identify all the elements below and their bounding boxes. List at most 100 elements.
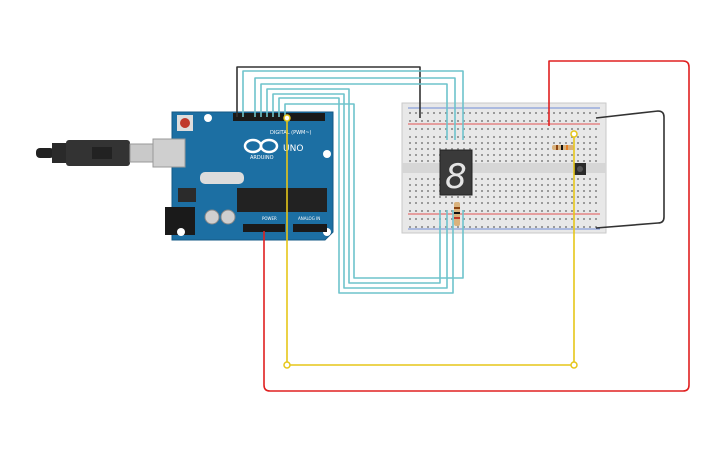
resistor-band (454, 207, 460, 209)
breadboard-hole (529, 190, 531, 192)
breadboard-hole (421, 178, 423, 180)
breadboard-hole (529, 218, 531, 220)
breadboard-hole (445, 128, 447, 130)
wire-ground-arduino[interactable] (236, 66, 421, 118)
breadboard-hole (547, 218, 549, 220)
breadboard-hole (487, 190, 489, 192)
breadboard[interactable] (401, 102, 607, 234)
breadboard-hole (409, 218, 411, 220)
breadboard-hole (451, 136, 453, 138)
breadboard-hole (439, 120, 441, 122)
breadboard-hole (553, 190, 555, 192)
breadboard-hole (445, 120, 447, 122)
breadboard-hole (511, 226, 513, 228)
breadboard-hole (409, 202, 411, 204)
breadboard-hole (409, 196, 411, 198)
breadboard-hole (565, 128, 567, 130)
breadboard-hole (451, 112, 453, 114)
breadboard-hole (505, 160, 507, 162)
breadboard-hole (583, 148, 585, 150)
breadboard-hole (493, 136, 495, 138)
breadboard-hole (505, 142, 507, 144)
breadboard-hole (523, 218, 525, 220)
breadboard-hole (481, 136, 483, 138)
breadboard-hole (517, 226, 519, 228)
wire-button-signal[interactable] (286, 118, 575, 366)
breadboard-hole (541, 120, 543, 122)
arduino-uno-board[interactable]: DIGITAL (PWM~) ARDUINO UNO POWER ANALOG … (152, 111, 334, 241)
wire-signal-bottom-1[interactable] (266, 88, 441, 284)
breadboard-hole (475, 148, 477, 150)
breadboard-hole (493, 178, 495, 180)
breadboard-hole (505, 218, 507, 220)
breadboard-hole (523, 210, 525, 212)
breadboard-hole (409, 136, 411, 138)
breadboard-hole (445, 218, 447, 220)
breadboard-hole (481, 178, 483, 180)
breadboard-hole (559, 218, 561, 220)
breadboard-hole (559, 226, 561, 228)
breadboard-hole (517, 218, 519, 220)
resistor-display[interactable] (454, 202, 460, 226)
breadboard-hole (541, 154, 543, 156)
breadboard-hole (451, 148, 453, 150)
wire-signal-top-3[interactable] (260, 83, 448, 140)
breadboard-hole (595, 226, 597, 228)
wire-signal-bottom-4[interactable] (284, 103, 464, 279)
breadboard-hole (415, 202, 417, 204)
breadboard-hole (481, 112, 483, 114)
breadboard-holes (409, 112, 597, 228)
breadboard-hole (481, 218, 483, 220)
breadboard-hole (499, 112, 501, 114)
breadboard-hole (421, 112, 423, 114)
breadboard-hole (535, 112, 537, 114)
breadboard-hole (409, 142, 411, 144)
wire-signal-bottom-2[interactable] (272, 93, 448, 289)
breadboard-hole (499, 120, 501, 122)
breadboard-hole (595, 218, 597, 220)
breadboard-hole (421, 160, 423, 162)
breadboard-hole (559, 136, 561, 138)
breadboard-hole (445, 136, 447, 138)
breadboard-hole (427, 112, 429, 114)
breadboard-hole (421, 148, 423, 150)
reset-button[interactable] (180, 118, 190, 128)
wire-signal-top-2[interactable] (254, 77, 456, 140)
breadboard-hole (463, 148, 465, 150)
wire-signal-top-1[interactable] (242, 70, 464, 140)
breadboard-hole (487, 210, 489, 212)
wire-power-5v[interactable] (263, 60, 690, 392)
pushbutton[interactable] (574, 163, 586, 175)
breadboard-hole (553, 226, 555, 228)
crystal-oscillator (200, 172, 244, 184)
breadboard-hole (541, 148, 543, 150)
breadboard-hole (481, 210, 483, 212)
breadboard-hole (487, 178, 489, 180)
breadboard-hole (421, 210, 423, 212)
breadboard-hole (511, 218, 513, 220)
wire-signal-bottom-3[interactable] (278, 97, 454, 294)
breadboard-hole (475, 120, 477, 122)
breadboard-hole (433, 120, 435, 122)
wire-ground-rail[interactable] (595, 110, 665, 229)
breadboard-hole (523, 196, 525, 198)
seven-segment-display[interactable]: 8 (439, 149, 473, 197)
usb-b-port (152, 138, 186, 168)
breadboard-hole (571, 178, 573, 180)
breadboard-hole (511, 184, 513, 186)
breadboard-hole (493, 226, 495, 228)
breadboard-hole (517, 136, 519, 138)
breadboard-hole (427, 128, 429, 130)
breadboard-hole (547, 226, 549, 228)
breadboard-hole (565, 120, 567, 122)
breadboard-hole (589, 210, 591, 212)
breadboard-hole (541, 218, 543, 220)
breadboard-hole (475, 190, 477, 192)
usb-cable[interactable] (36, 140, 157, 166)
breadboard-hole (457, 196, 459, 198)
breadboard-hole (499, 218, 501, 220)
breadboard-hole (469, 210, 471, 212)
resistor-button[interactable] (552, 145, 574, 150)
